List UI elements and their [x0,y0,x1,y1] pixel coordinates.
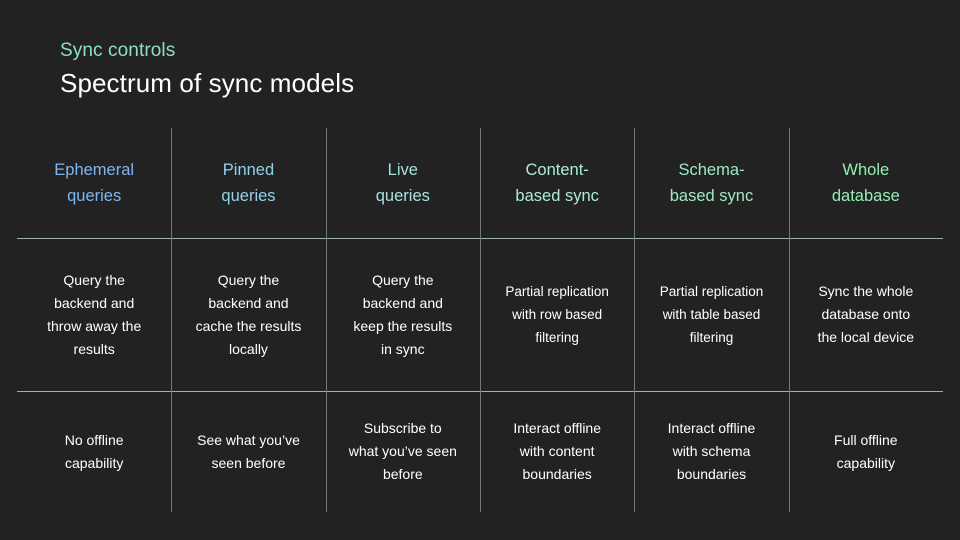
capability-text: See what you’ve seen before [197,429,300,475]
capability-line: Full offline [834,431,898,448]
header-line: based sync [669,187,754,205]
description-text: Query the backend and cache the results … [196,269,302,361]
description-text: Sync the whole database onto the local d… [818,280,915,349]
column-header-text: Content- based sync [515,157,598,209]
description-line: database onto [821,306,911,322]
description-line: Query the [217,271,280,288]
sync-models-matrix: Ephemeral queries Pinned queries Live qu… [17,128,943,512]
capability-line: capability [836,454,895,471]
header-line: queries [67,187,122,205]
capability-line: with schema [672,443,751,459]
capability-cell-schema-based-sync: Interact offline with schema boundaries [634,391,788,512]
column-header-schema-based-sync: Schema- based sync [634,128,788,238]
header-line: Content- [525,161,589,179]
column-header-text: Whole database [832,157,900,209]
description-line: filtering [535,330,579,345]
capability-line: before [382,466,423,482]
description-line: Query the [372,271,434,288]
description-line: the local device [817,329,915,345]
column-header-text: Schema- based sync [670,157,753,209]
capability-text: No offline capability [65,429,124,475]
description-line: backend and [362,294,443,311]
header-line: based sync [515,187,599,205]
capability-text: Full offline capability [834,429,898,475]
capability-line: Subscribe to [363,420,442,436]
capability-cell-ephemeral-queries: No offline capability [17,391,171,512]
description-line: backend and [54,294,135,311]
capability-line: See what you’ve [197,431,300,448]
description-line: Sync the whole [818,283,914,299]
capability-line: boundaries [676,466,747,482]
header-line: queries [375,187,430,205]
description-text: Query the backend and keep the results i… [353,269,452,361]
capability-line: boundaries [522,466,592,482]
description-line: Query the [63,271,125,288]
capability-cell-whole-database: Full offline capability [788,391,943,512]
description-line: locally [229,340,268,357]
description-line: filtering [689,330,734,345]
description-line: throw away the [47,317,142,334]
capability-text: Interact offline with content boundaries [513,417,601,486]
capability-text: Subscribe to what you’ve seen before [349,417,457,486]
description-text: Partial replication with row based filte… [505,280,609,349]
column-header-pinned-queries: Pinned queries [171,128,325,238]
header-line: Schema- [678,161,745,179]
description-cell-whole-database: Sync the whole database onto the local d… [788,238,943,391]
column-header-content-based-sync: Content- based sync [479,128,634,238]
capability-line: capability [64,454,124,471]
column-header-live-queries: Live queries [325,128,480,238]
capability-line: what you’ve seen [348,443,457,459]
description-cell-ephemeral-queries: Query the backend and throw away the res… [17,238,171,391]
description-line: Partial replication [505,284,609,299]
description-text: Query the backend and throw away the res… [47,269,141,361]
description-line: cache the results [195,317,302,334]
description-cell-schema-based-sync: Partial replication with table based fil… [634,238,788,391]
slide-header: Sync controls Spectrum of sync models [60,38,354,100]
description-cell-content-based-sync: Partial replication with row based filte… [479,238,634,391]
capability-line: Interact offline [513,420,601,436]
capability-line: No offline [64,431,124,448]
header-line: Pinned [222,161,275,179]
description-line: with table based [662,307,761,322]
description-line: keep the results [353,317,453,334]
eyebrow-label: Sync controls [60,40,176,61]
column-header-text: Live queries [376,157,430,209]
page-title: Spectrum of sync models [60,68,355,98]
column-header-text: Ephemeral queries [54,157,134,209]
description-cell-pinned-queries: Query the backend and cache the results … [171,238,325,391]
description-text: Partial replication with table based fil… [660,280,764,349]
capability-line: with content [519,443,595,459]
description-line: backend and [208,294,289,311]
header-line: database [831,187,900,205]
description-line: with row based [512,307,603,322]
header-line: Whole [842,161,890,179]
column-header-text: Pinned queries [221,157,275,209]
capability-line: Interact offline [667,420,756,436]
capability-cell-content-based-sync: Interact offline with content boundaries [479,391,634,512]
description-line: in sync [381,340,425,357]
description-line: results [73,340,115,357]
capability-text: Interact offline with schema boundaries [668,417,756,486]
capability-cell-live-queries: Subscribe to what you’ve seen before [325,391,480,512]
capability-cell-pinned-queries: See what you’ve seen before [171,391,325,512]
description-line: Partial replication [659,284,764,299]
description-cell-live-queries: Query the backend and keep the results i… [325,238,480,391]
header-line: Ephemeral [54,161,135,179]
header-line: Live [387,161,418,179]
column-header-ephemeral-queries: Ephemeral queries [17,128,171,238]
column-header-whole-database: Whole database [788,128,943,238]
capability-line: seen before [211,454,286,471]
header-line: queries [221,187,276,205]
